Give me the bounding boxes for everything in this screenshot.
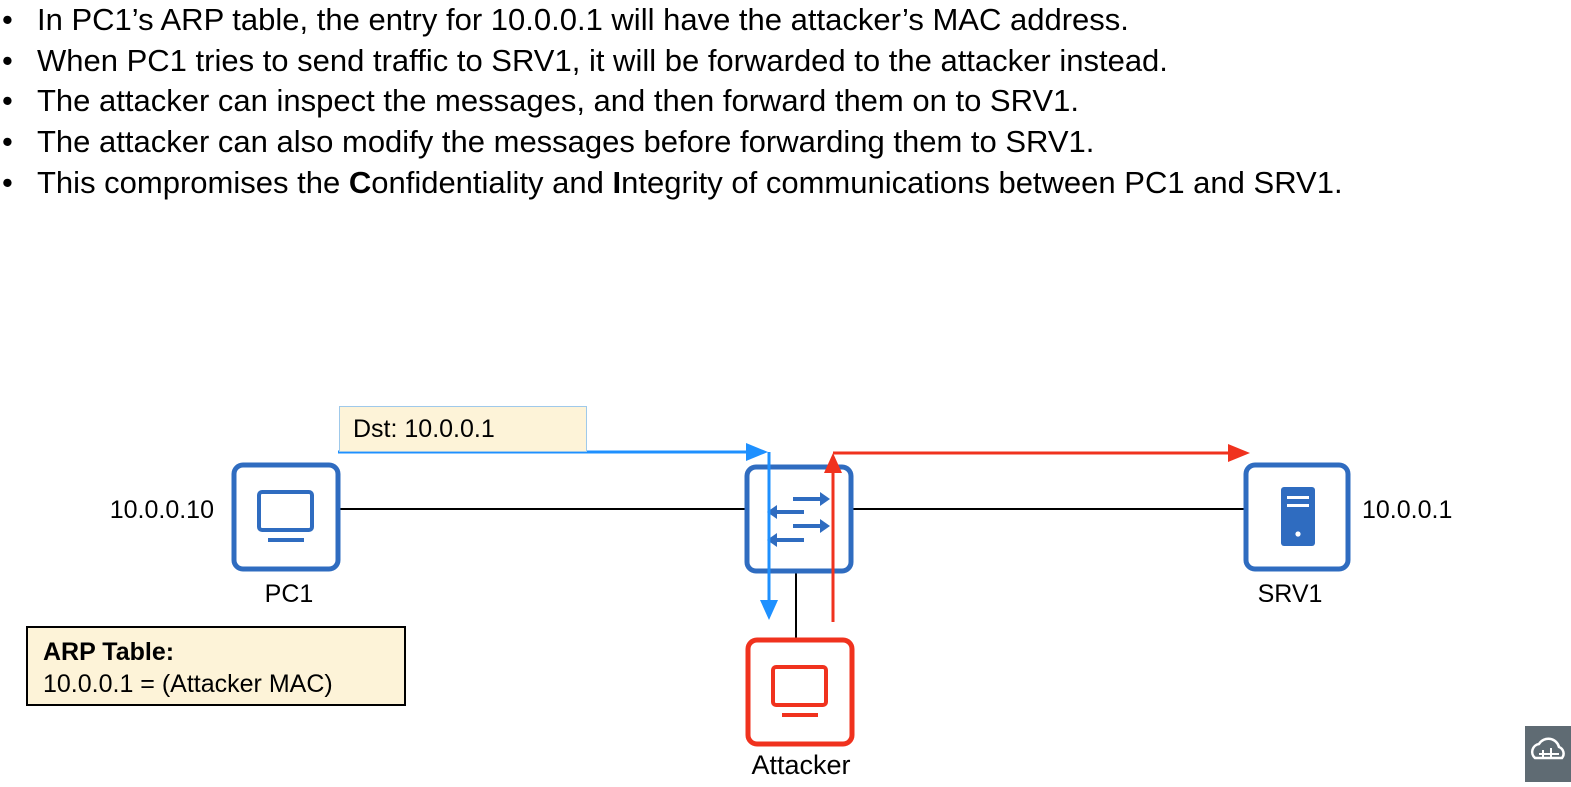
dst-label: Dst: 10.0.0.1 (339, 406, 587, 452)
arp-table-entry: 10.0.0.1 = (Attacker MAC) (43, 670, 333, 698)
arp-table-box: ARP Table: 10.0.0.1 = (Attacker MAC) (26, 626, 406, 706)
bullet-item: •The attacker can inspect the messages, … (2, 83, 1079, 119)
bullet-item: •When PC1 tries to send traffic to SRV1,… (2, 42, 1168, 78)
cloud-logo-icon (1525, 726, 1571, 782)
attacker-label: Attacker (751, 750, 850, 780)
bullet-list: •In PC1’s ARP table, the entry for 10.0.… (0, 0, 1343, 203)
arp-table-title: ARP Table: (43, 638, 175, 666)
pc1-device (231, 462, 341, 572)
server-icon (1281, 487, 1315, 546)
switch-device (744, 464, 854, 574)
bullet-item-cia: •This compromises the Confidentiality an… (2, 164, 1343, 200)
emphasis-i: I (612, 164, 622, 200)
pc1-ip: 10.0.0.10 (110, 496, 214, 524)
attacker-device (745, 637, 855, 747)
monitor-icon (257, 490, 314, 542)
switch-arrows-icon (767, 492, 830, 547)
pc1-label: PC1 (265, 580, 314, 608)
srv1-label: SRV1 (1258, 580, 1323, 608)
srv1-device (1243, 462, 1351, 572)
bullet-item: •The attacker can also modify the messag… (2, 124, 1095, 160)
srv1-ip: 10.0.0.1 (1362, 496, 1452, 524)
flow-attacker-to-srv1 (824, 444, 1250, 622)
emphasis-c: C (348, 164, 372, 200)
flow-pc1-to-attacker (338, 443, 778, 620)
monitor-icon (771, 665, 828, 717)
bullet-item: •In PC1’s ARP table, the entry for 10.0.… (2, 2, 1129, 37)
